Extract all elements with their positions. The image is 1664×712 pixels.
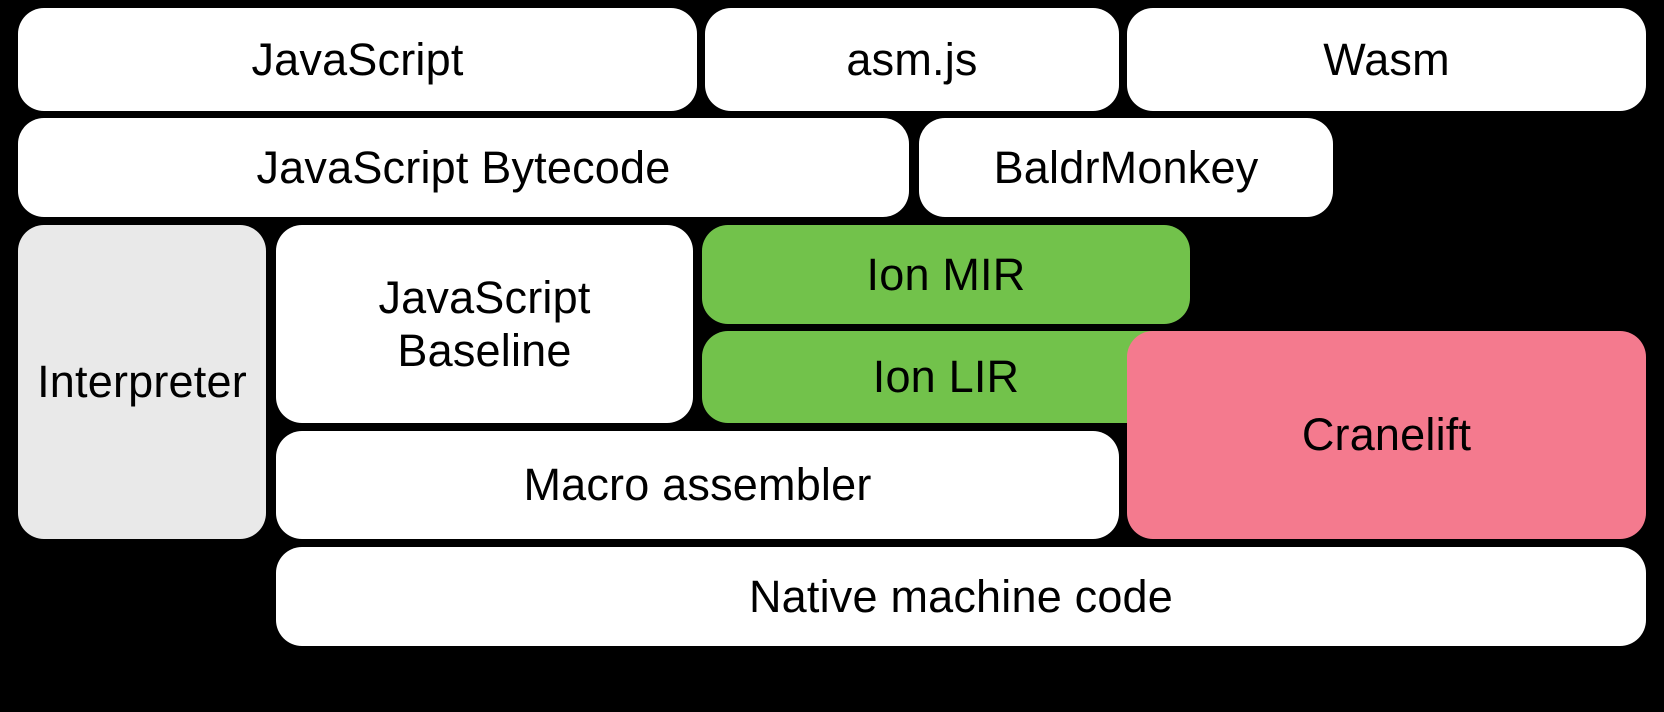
- node-label: Ion LIR: [872, 351, 1020, 403]
- node-javascript-bytecode: JavaScript Bytecode: [18, 118, 909, 217]
- node-ion-lir: Ion LIR: [702, 331, 1190, 423]
- node-label: JavaScript Baseline: [378, 271, 591, 376]
- node-label: Cranelift: [1301, 409, 1472, 461]
- node-label: Ion MIR: [866, 248, 1026, 300]
- node-interpreter: Interpreter: [18, 225, 266, 539]
- node-wasm: Wasm: [1127, 8, 1646, 111]
- node-ion-mir: Ion MIR: [702, 225, 1190, 324]
- node-label: Interpreter: [37, 356, 247, 408]
- node-javascript-baseline: JavaScript Baseline: [276, 225, 693, 423]
- node-label: Macro assembler: [523, 459, 872, 511]
- node-label: JavaScript Bytecode: [256, 141, 671, 193]
- node-asm-js: asm.js: [705, 8, 1119, 111]
- node-label: BaldrMonkey: [993, 141, 1259, 193]
- node-cranelift: Cranelift: [1127, 331, 1646, 539]
- node-native-machine-code: Native machine code: [276, 547, 1646, 646]
- node-baldrmonkey: BaldrMonkey: [919, 118, 1333, 217]
- node-label: Wasm: [1323, 33, 1450, 85]
- node-javascript: JavaScript: [18, 8, 697, 111]
- node-label: asm.js: [846, 33, 978, 85]
- node-macro-assembler: Macro assembler: [276, 431, 1119, 539]
- node-label: JavaScript: [251, 33, 464, 85]
- node-label: Native machine code: [748, 570, 1174, 622]
